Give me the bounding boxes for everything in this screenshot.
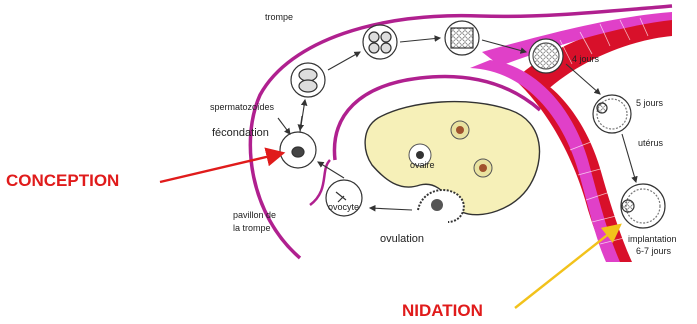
callout-conception: CONCEPTION [6, 171, 119, 190]
label-pavillon-line1: pavillon de [233, 210, 276, 220]
label-trompe: trompe [265, 12, 293, 22]
label-ovocyte: ovocyte [328, 202, 359, 212]
label-fecondation: fécondation [212, 127, 269, 139]
callout-nidation: NIDATION [402, 301, 483, 320]
label-ovaire: ovaire [410, 160, 435, 170]
label-5-jours: 5 jours [636, 98, 664, 108]
label-pavillon-line2: la trompe [233, 223, 271, 233]
label-spermatozoides: spermatozoïdes [210, 102, 275, 112]
label-implantation-line1: implantation [628, 234, 677, 244]
label-4-jours: 4 jours [572, 54, 600, 64]
label-implantation-line2: 6-7 jours [636, 246, 672, 256]
label-ovulation: ovulation [380, 233, 424, 245]
label-uterus: utérus [638, 138, 664, 148]
